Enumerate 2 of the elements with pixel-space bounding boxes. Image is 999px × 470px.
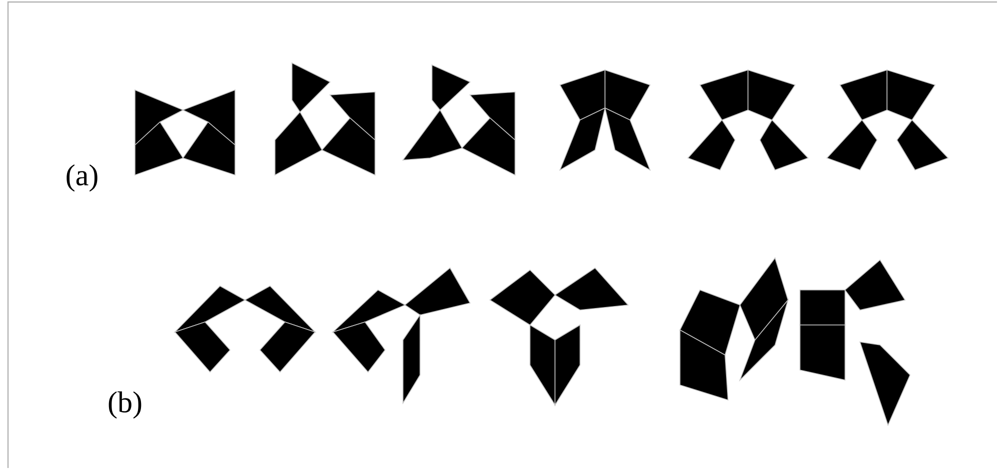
panel-label: (b) xyxy=(108,391,142,419)
panel-label: (a) xyxy=(66,164,98,192)
